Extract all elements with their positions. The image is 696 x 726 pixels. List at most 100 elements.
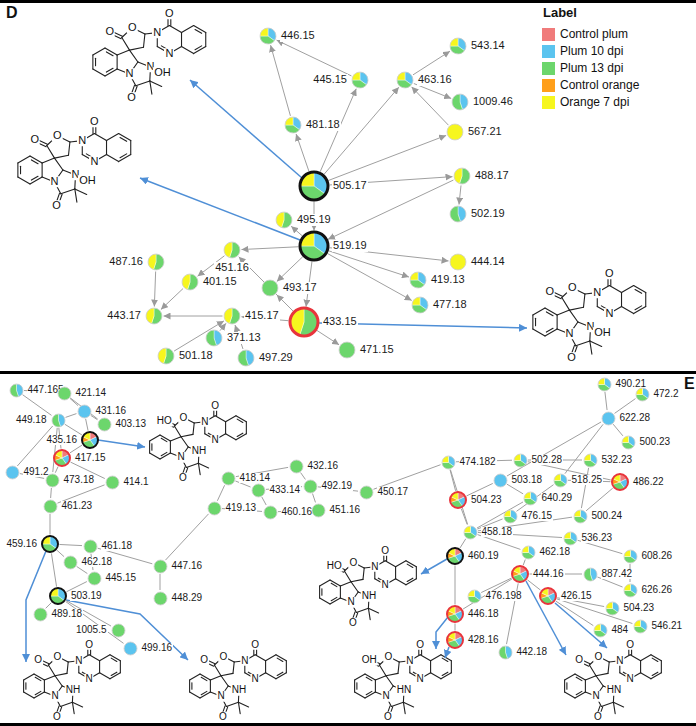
- structure-arrow: [26, 551, 46, 662]
- bond-line: [119, 134, 131, 141]
- bond-line: [641, 673, 651, 679]
- label-holder: N: [74, 656, 83, 667]
- pie-chart: [51, 447, 73, 469]
- bond-line: [122, 38, 130, 51]
- mass-label: 426.15: [560, 591, 593, 602]
- label-holder: O: [89, 116, 100, 128]
- spectrum-node: 504.23: [447, 489, 503, 511]
- mass-label: 519.19: [332, 240, 368, 252]
- bond-line: [238, 702, 248, 707]
- pie-slice: [222, 472, 235, 485]
- node-outline: [64, 556, 77, 569]
- bond-line: [365, 692, 375, 698]
- node-outline: [88, 572, 101, 585]
- atom-label: N: [416, 674, 425, 685]
- bond-line: [100, 673, 110, 679]
- spectrum-node: 417.15: [51, 447, 107, 469]
- atom-label: N: [381, 691, 390, 702]
- label-holder: N: [346, 597, 355, 608]
- bond-line: [570, 307, 584, 310]
- pie-group: [450, 206, 466, 222]
- legend-swatch: [542, 96, 555, 109]
- node-outline: [154, 560, 167, 573]
- pie-group: [634, 620, 647, 633]
- bond-line: [321, 589, 322, 596]
- legend-swatch: [542, 79, 555, 92]
- node-outline: [52, 414, 65, 427]
- bond-line: [181, 434, 193, 436]
- pie-group: [6, 466, 19, 479]
- spectrum-node: 471.15: [336, 339, 395, 361]
- bond-line: [181, 33, 182, 47]
- bond-line: [100, 655, 110, 661]
- bond-line: [23, 680, 24, 692]
- atom-label: O: [105, 26, 116, 38]
- network-edge: [57, 550, 64, 556]
- atom-label: O: [164, 8, 175, 20]
- spectrum-node: 431.16: [75, 402, 128, 421]
- mass-label: 459.16: [5, 539, 38, 550]
- bond-line: [320, 580, 330, 586]
- atom-label: OH: [593, 327, 612, 339]
- node-outline: [634, 620, 647, 633]
- network-edge: [154, 271, 155, 306]
- network-edge: [277, 257, 303, 282]
- mass-label: 421.14: [75, 388, 108, 399]
- network-edge: [301, 473, 306, 480]
- network-edge: [313, 494, 316, 503]
- pie-chart: [595, 375, 614, 394]
- node-outline: [622, 436, 635, 449]
- bond-line: [651, 673, 661, 679]
- pie-chart: [447, 203, 469, 225]
- bond-line: [562, 298, 570, 311]
- bond-line: [407, 578, 413, 581]
- spectrum-node: 492.19: [301, 477, 354, 496]
- bond-line: [186, 463, 198, 467]
- pie-chart: [7, 381, 26, 400]
- node-outline: [208, 502, 221, 515]
- bond-line: [92, 55, 93, 69]
- pie-chart: [349, 69, 371, 91]
- bond-line: [210, 676, 221, 680]
- node-outline: [50, 588, 66, 604]
- network-edge: [460, 539, 466, 548]
- bond-line: [585, 680, 586, 692]
- mass-label: 477.18: [432, 299, 468, 311]
- bond-line: [55, 673, 67, 675]
- pie-chart: [447, 35, 469, 57]
- bond-line: [130, 47, 144, 50]
- mass-label: 492.19: [321, 481, 354, 492]
- mass-label: 448.29: [171, 593, 204, 604]
- bond-line: [368, 608, 378, 613]
- pie-chart: [79, 429, 101, 451]
- node-outline: [450, 254, 466, 270]
- pie-chart: [447, 251, 469, 273]
- molecule-structure: [533, 274, 646, 358]
- mass-label: 486.22: [632, 477, 665, 488]
- bond-line: [276, 673, 286, 679]
- bond-line: [55, 676, 62, 686]
- label-holder: N: [77, 135, 87, 147]
- atom-label: N: [152, 27, 162, 39]
- mass-label: 500.24: [591, 511, 624, 522]
- pie-group: [264, 506, 277, 519]
- pie-group: [624, 550, 637, 563]
- spectrum-node: 518.25: [551, 471, 604, 490]
- atom-label: HO: [156, 416, 173, 427]
- pie-group: [154, 592, 167, 605]
- bond-line: [20, 166, 21, 174]
- node-outline: [34, 608, 47, 621]
- pie-slice: [312, 504, 325, 517]
- mass-label: 403.13: [115, 419, 148, 430]
- mass-label: 460.19: [467, 551, 500, 562]
- spectrum-node: 462.18: [61, 553, 114, 572]
- bond-line: [150, 435, 160, 441]
- pie-chart: [287, 305, 321, 339]
- mass-label: 472.2: [653, 389, 680, 400]
- atom-label: O: [604, 268, 615, 280]
- pie-slice: [499, 646, 508, 659]
- pie-group: [224, 242, 240, 258]
- bond-line: [215, 416, 225, 422]
- label-holder: N: [211, 435, 220, 446]
- pie-chart: [571, 507, 590, 526]
